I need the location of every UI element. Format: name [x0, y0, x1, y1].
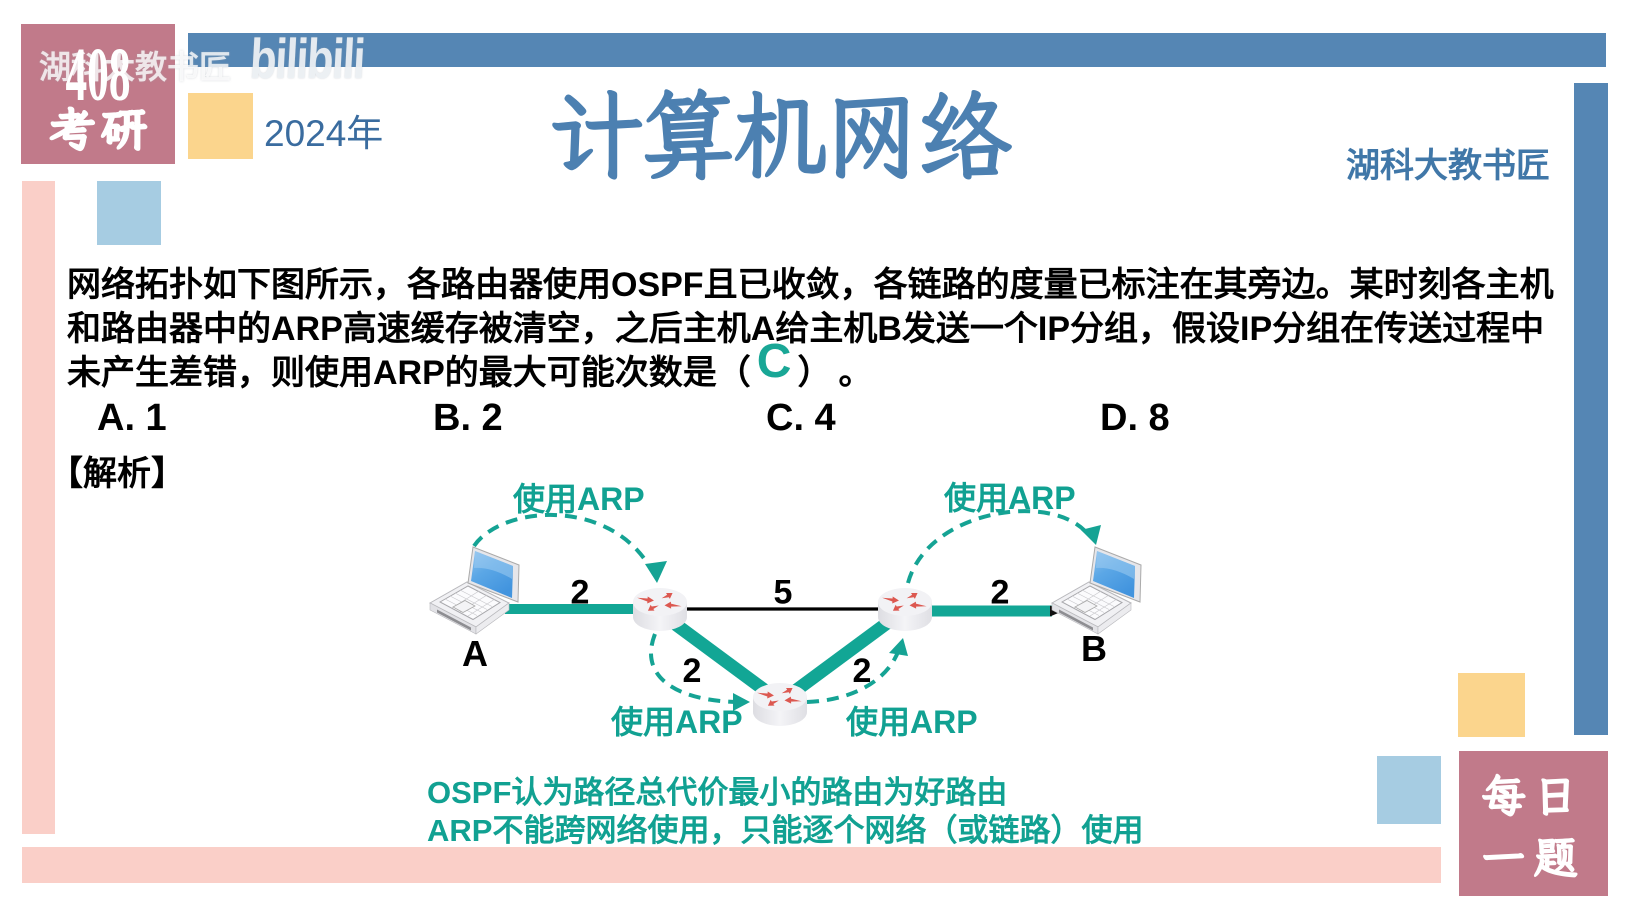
svg-text:5: 5	[774, 574, 793, 612]
svg-text:2: 2	[571, 574, 590, 612]
svg-text:2: 2	[991, 574, 1010, 612]
svg-text:2: 2	[683, 652, 702, 690]
svg-text:A: A	[462, 633, 488, 674]
svg-text:B: B	[1081, 628, 1107, 669]
svg-text:2: 2	[853, 652, 872, 690]
